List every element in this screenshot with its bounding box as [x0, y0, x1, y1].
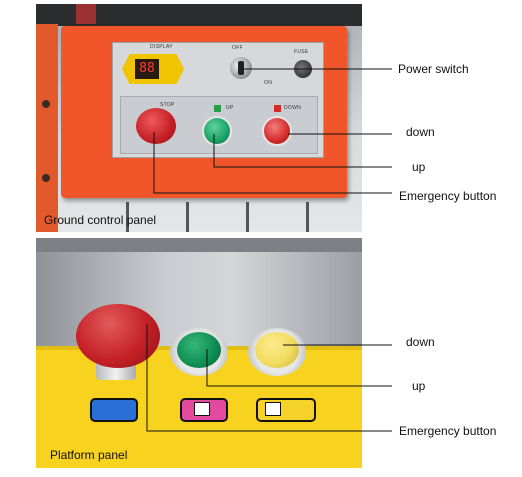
emergency-bottom-callout: Emergency button	[399, 424, 497, 438]
up-bottom-callout: up	[412, 379, 426, 393]
blue-decal	[90, 398, 138, 422]
display-screen: 88	[135, 59, 159, 79]
down-arrow-icon	[265, 402, 281, 416]
ground-panel-caption: Ground control panel	[44, 213, 157, 227]
down-arrow-icon	[274, 105, 281, 112]
grating-slot	[186, 202, 189, 232]
key-off-label: OFF	[232, 45, 243, 51]
ground-control-panel-photo: DISPLAY 88 OFF ON FUSE STOP UP DOWN Grou…	[36, 4, 362, 232]
down-top-callout: down	[406, 125, 435, 139]
platform-up-button[interactable]	[177, 332, 221, 368]
ground-down-button[interactable]	[264, 118, 290, 144]
up-label: UP	[226, 105, 234, 111]
up-arrow-icon	[194, 402, 210, 416]
up-top-callout: up	[412, 160, 426, 174]
down-bottom-callout: down	[406, 335, 435, 349]
grating-slot	[246, 202, 249, 232]
grating-slot	[306, 202, 309, 232]
ground-up-button[interactable]	[204, 118, 230, 144]
down-label: DOWN	[284, 105, 302, 111]
fuse-holder	[294, 60, 312, 78]
platform-panel-photo: Platform panel	[36, 238, 362, 468]
up-arrow-icon	[214, 105, 221, 112]
top-shadow	[36, 4, 362, 26]
top-rail	[36, 238, 362, 252]
emergency-top-callout: Emergency button	[399, 189, 497, 203]
stop-label: STOP	[160, 102, 175, 108]
platform-down-button[interactable]	[255, 332, 299, 368]
orange-frame-left	[36, 24, 58, 232]
ground-emergency-stop-button[interactable]	[136, 108, 176, 144]
bolt	[42, 174, 50, 182]
power-switch-callout: Power switch	[398, 62, 469, 76]
red-frame-bit	[76, 4, 96, 24]
platform-emergency-stop-button[interactable]	[76, 304, 160, 368]
grating-slot	[126, 202, 129, 232]
platform-panel-caption: Platform panel	[50, 448, 128, 462]
display-label: DISPLAY	[150, 44, 173, 50]
key-icon	[238, 61, 244, 75]
bolt	[42, 100, 50, 108]
key-on-label: ON	[264, 80, 273, 86]
fuse-label: FUSE	[294, 49, 309, 55]
